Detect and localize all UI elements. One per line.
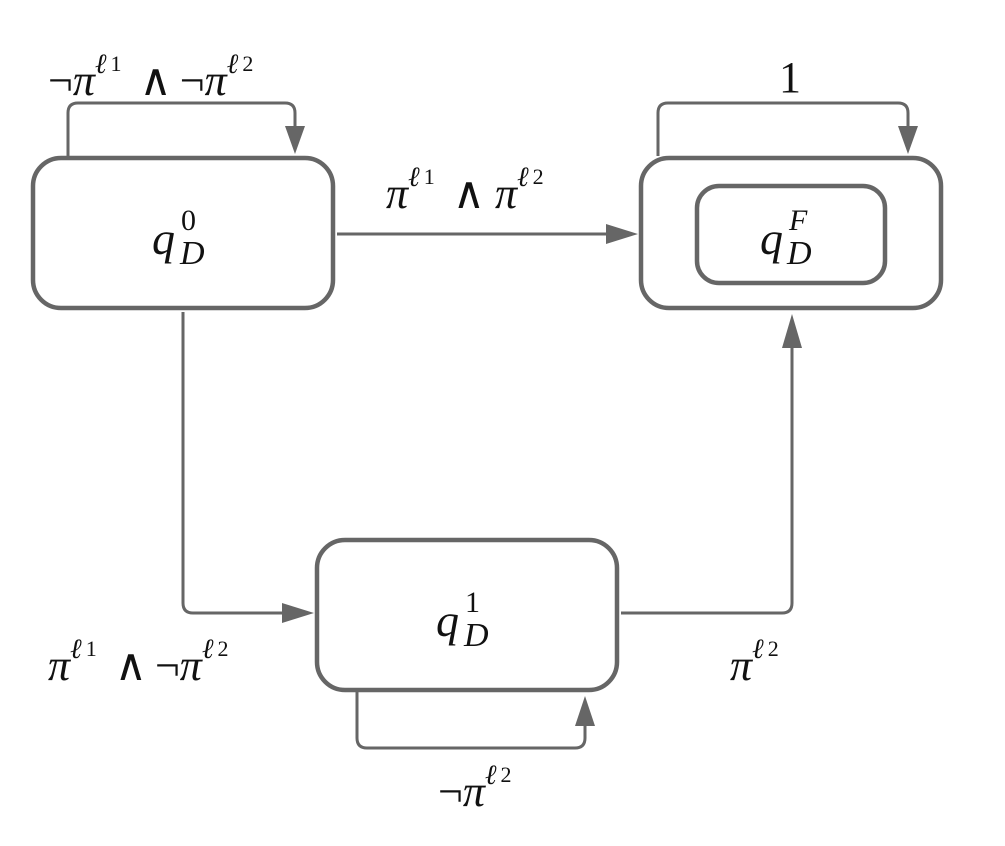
arrowhead-icon <box>606 224 638 244</box>
state-q0-sub: D <box>179 235 205 272</box>
state-q1-base: q <box>436 595 459 646</box>
state-q0-base: q <box>152 213 175 264</box>
edge-qF-self-loop <box>656 101 918 156</box>
state-q1: q 1 D <box>314 537 620 693</box>
arrowhead-icon <box>285 126 305 154</box>
edge-q1-to-qF <box>621 314 802 615</box>
state-qF-sup: F <box>788 204 808 237</box>
state-q0: q 0 D <box>30 155 336 311</box>
state-qF-inner <box>694 183 888 286</box>
arrowhead-icon <box>782 314 802 348</box>
edge-q0-self-loop <box>66 101 305 156</box>
arrowhead-icon <box>282 603 314 623</box>
state-qF-outer <box>638 155 944 311</box>
edge-q1-self-loop <box>355 692 595 750</box>
state-q1-sub: D <box>463 617 489 654</box>
edge-q0-to-q1 <box>181 312 314 623</box>
label-qF-self-loop: 1 <box>779 53 801 102</box>
state-q1-sup: 1 <box>465 586 480 619</box>
state-qF-sub: D <box>786 235 812 272</box>
arrowhead-icon <box>898 126 918 154</box>
state-qF-base: q <box>760 213 783 264</box>
edge-q0-to-qF <box>337 224 638 244</box>
state-qF: q F D <box>638 155 944 311</box>
arrowhead-icon <box>575 696 595 726</box>
state-q0-sup: 0 <box>181 204 196 237</box>
